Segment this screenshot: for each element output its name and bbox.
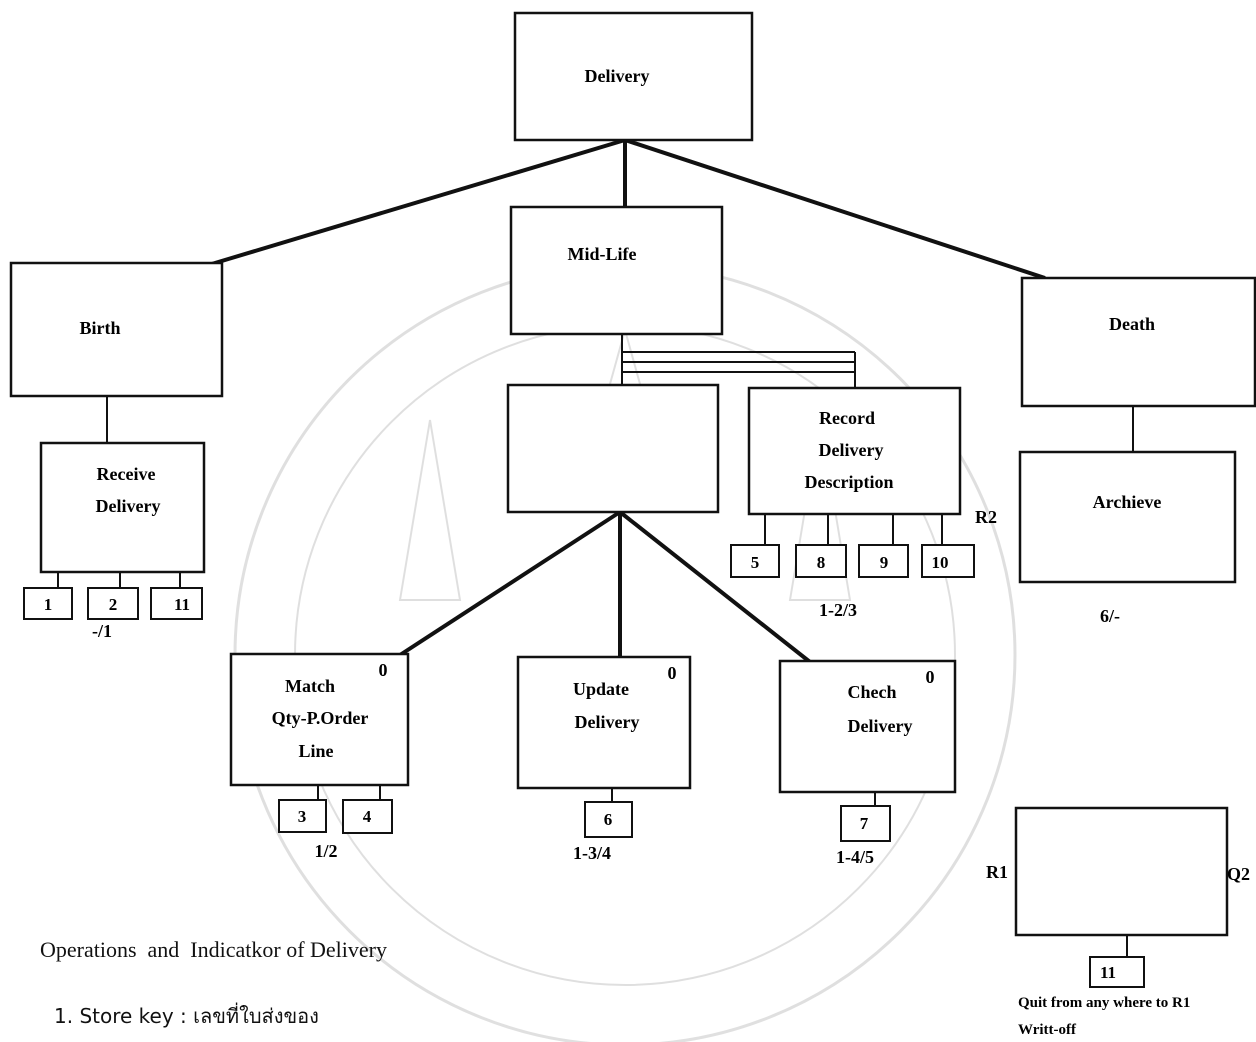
op-box	[840, 805, 891, 842]
match-box	[229, 652, 410, 787]
update-label-1: Update	[573, 679, 629, 699]
record-label-3: Description	[805, 472, 894, 492]
op-number: 2	[109, 595, 118, 614]
birth-label: Birth	[79, 318, 120, 338]
quit-box	[1014, 806, 1229, 937]
mark-q2: Q2	[1227, 864, 1250, 884]
quit-note-1: Quit from any where to R1	[1018, 995, 1190, 1011]
death-box	[1020, 276, 1256, 408]
op-box	[730, 544, 780, 578]
indicator-receive: -/1	[92, 621, 112, 641]
archieve-box	[1018, 450, 1237, 584]
op-number: 8	[817, 553, 826, 572]
check-delivery-box	[778, 659, 957, 794]
op-number: 9	[880, 553, 889, 572]
check-mark: 0	[926, 667, 935, 687]
indicator-check: 1-4/5	[836, 847, 874, 867]
record-delivery-box	[747, 386, 962, 516]
op-number: 3	[298, 807, 307, 826]
op-number: 11	[1100, 963, 1116, 982]
op-number: 7	[860, 814, 869, 833]
match-label-1: Match	[285, 676, 335, 696]
op-box	[87, 587, 139, 620]
update-label-2: Delivery	[575, 712, 640, 732]
operations-heading: Operations and Indicatkor of Delivery	[40, 937, 387, 962]
death-label: Death	[1109, 314, 1155, 334]
receive-label-1: Receive	[97, 464, 156, 484]
receive-label-2: Delivery	[96, 496, 161, 516]
connectors	[57, 138, 1134, 957]
op-box	[795, 544, 847, 578]
iteration-box	[506, 383, 720, 514]
midlife-label: Mid-Life	[568, 244, 637, 264]
record-label-2: Delivery	[819, 440, 884, 460]
operation-item-1: 1. Store key : เลขที่ใบส่งของ	[54, 1004, 319, 1028]
match-label-3: Line	[298, 741, 333, 761]
indicator-death: 6/-	[1100, 606, 1120, 626]
op-number: 10	[932, 553, 949, 572]
op-box	[150, 587, 203, 620]
receive-delivery-box	[39, 441, 206, 574]
op-number: 4	[363, 807, 372, 826]
indicator-record: 1-2/3	[819, 600, 857, 620]
record-label-1: Record	[819, 408, 875, 428]
op-number: 11	[174, 595, 190, 614]
indicator-update: 1-3/4	[573, 843, 611, 863]
mark-r2: R2	[975, 507, 997, 527]
midlife-box	[509, 205, 724, 336]
match-label-2: Qty-P.Order	[272, 708, 369, 728]
op-box	[921, 544, 975, 578]
op-box	[858, 544, 909, 578]
update-delivery-box	[516, 655, 692, 790]
match-mark: 0	[379, 660, 388, 680]
op-number: 1	[44, 595, 53, 614]
check-label-1: Chech	[848, 682, 897, 702]
op-box	[584, 801, 633, 838]
archieve-label: Archieve	[1093, 492, 1162, 512]
op-number: 5	[751, 553, 760, 572]
delivery-label: Delivery	[585, 66, 650, 86]
op-box	[1089, 956, 1145, 988]
check-label-2: Delivery	[848, 716, 913, 736]
op-box	[278, 799, 327, 833]
op-number: 6	[604, 810, 613, 829]
update-mark: 0	[668, 663, 677, 683]
op-box	[342, 799, 393, 834]
op-box	[23, 587, 73, 620]
delivery-box	[513, 11, 754, 142]
quit-note-2: Writt-off	[1018, 1022, 1077, 1038]
birth-box	[9, 261, 224, 398]
mark-r1: R1	[986, 862, 1008, 882]
indicator-match: 1/2	[314, 841, 337, 861]
